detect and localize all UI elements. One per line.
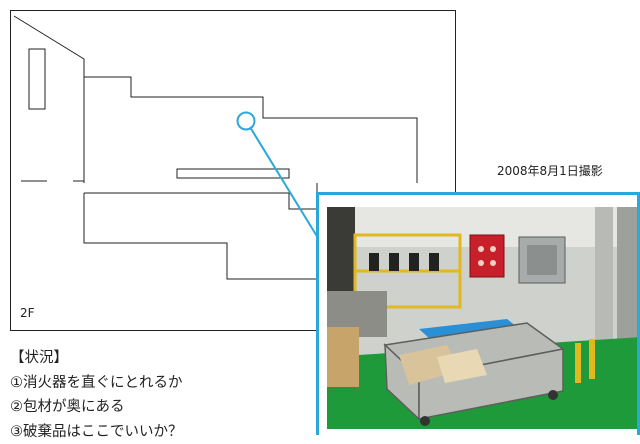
photo-date-caption: 2008年8月1日撮影: [497, 162, 603, 179]
floor-label: 2F: [20, 306, 35, 320]
situation-notes: 【状況】 ①消火器を直ぐにとれるか ②包材が奥にある ③破棄品はここでいいか？: [10, 346, 183, 444]
notes-heading: 【状況】: [10, 346, 183, 371]
conveyor: [177, 169, 289, 178]
wall-outline-upper: [84, 77, 417, 183]
note-item: ②包材が奥にある: [10, 395, 183, 420]
wall-outline: [14, 16, 84, 183]
location-marker-icon: [238, 113, 255, 130]
site-photo: [327, 207, 640, 429]
note-item: ③破棄品はここでいいか？: [10, 420, 183, 444]
wall-lower: [84, 183, 317, 209]
photo-frame: [316, 192, 640, 435]
storage-rack: [29, 49, 45, 109]
note-item: ①消火器を直ぐにとれるか: [10, 371, 183, 396]
